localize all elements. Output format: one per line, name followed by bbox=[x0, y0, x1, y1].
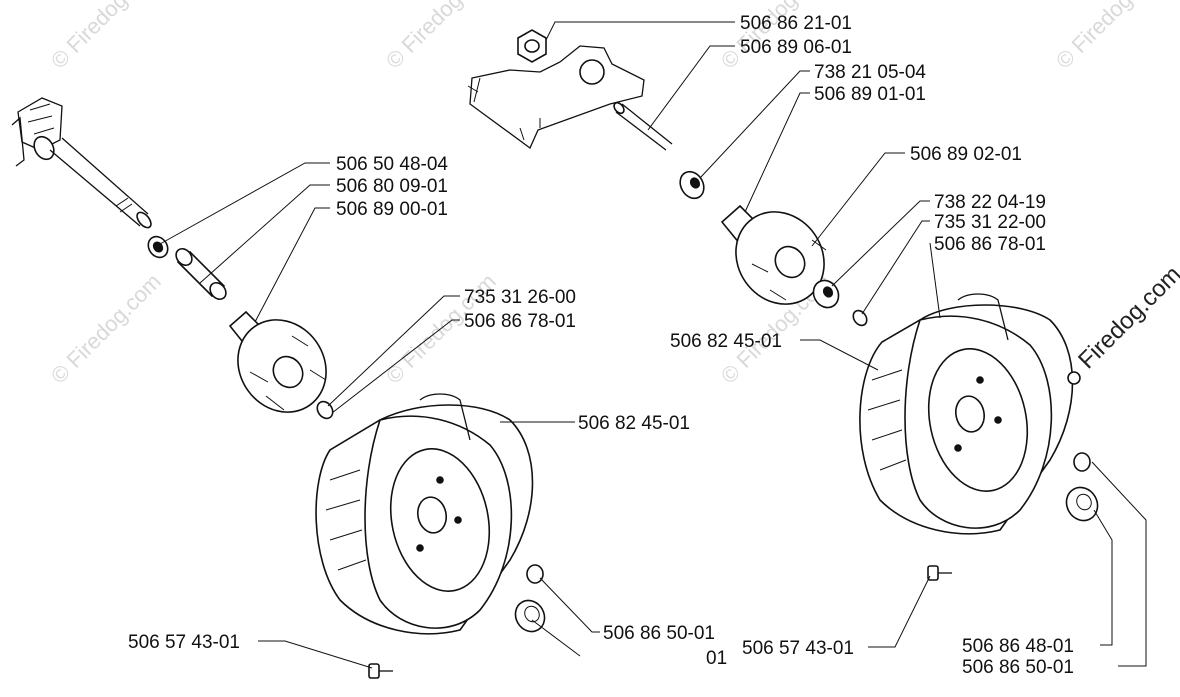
left-wheel-assembly bbox=[11, 97, 546, 679]
wheel-tire bbox=[315, 393, 534, 635]
part-label: 506 82 45-01 bbox=[670, 331, 782, 352]
part-label: 506 86 50-01 bbox=[962, 657, 1074, 678]
part-label: 506 57 43-01 bbox=[742, 638, 854, 659]
part-label: 506 86 78-01 bbox=[464, 311, 576, 332]
watermark-text: © Firedog.com bbox=[1051, 0, 1171, 74]
lock-nut bbox=[517, 29, 547, 63]
watermark-text: © Firedog.com bbox=[46, 269, 166, 389]
right-wheel-assembly bbox=[467, 29, 1099, 581]
snap-ring bbox=[852, 309, 868, 327]
valve-stem bbox=[927, 565, 952, 581]
bearing bbox=[679, 170, 705, 200]
part-label: 506 86 48-01 bbox=[962, 636, 1074, 657]
part-label: 506 80 09-01 bbox=[336, 176, 448, 197]
wheel-hub bbox=[720, 204, 827, 305]
part-label: 735 31 26-00 bbox=[464, 287, 576, 308]
part-label: 506 86 21-01 bbox=[740, 13, 852, 34]
wheel-hub bbox=[228, 310, 327, 413]
part-label: 506 57 43-01 bbox=[128, 632, 240, 653]
wheel-tire bbox=[859, 293, 1081, 535]
valve-stem bbox=[368, 663, 393, 679]
part-number-labels: 506 50 48-04 506 80 09-01 506 89 00-01 7… bbox=[128, 13, 1074, 678]
axle-pin bbox=[613, 101, 673, 151]
part-label: 506 89 06-01 bbox=[740, 37, 852, 58]
bearing bbox=[812, 279, 840, 309]
part-label: 506 89 01-01 bbox=[814, 84, 926, 105]
spacer-tube bbox=[175, 247, 227, 301]
axle-bracket bbox=[11, 97, 63, 167]
part-label: 506 89 02-01 bbox=[910, 144, 1022, 165]
watermark-text: © Firedog.com bbox=[46, 0, 166, 74]
watermark-brand-text: Firedog.com bbox=[1073, 261, 1180, 374]
washer bbox=[147, 235, 169, 259]
part-label: 738 22 04-19 bbox=[934, 192, 1046, 213]
part-label: 735 31 22-00 bbox=[934, 212, 1046, 233]
part-label: 506 86 50-01 bbox=[603, 623, 715, 644]
leader-lines bbox=[159, 21, 1147, 669]
watermark-text: © Firedog.com bbox=[381, 0, 501, 74]
part-label: 738 21 05-04 bbox=[814, 62, 926, 83]
hub-cap-nut bbox=[1065, 452, 1099, 522]
part-label: 506 89 00-01 bbox=[336, 199, 448, 220]
mount-plate bbox=[467, 45, 645, 150]
axle-shaft bbox=[49, 137, 152, 229]
part-label: 506 82 45-01 bbox=[578, 413, 690, 434]
hub-cap-nut bbox=[514, 564, 546, 633]
part-label: 506 50 48-04 bbox=[336, 154, 448, 175]
part-label: 506 86 78-01 bbox=[934, 234, 1046, 255]
part-label-clipped: 01 bbox=[706, 648, 727, 669]
